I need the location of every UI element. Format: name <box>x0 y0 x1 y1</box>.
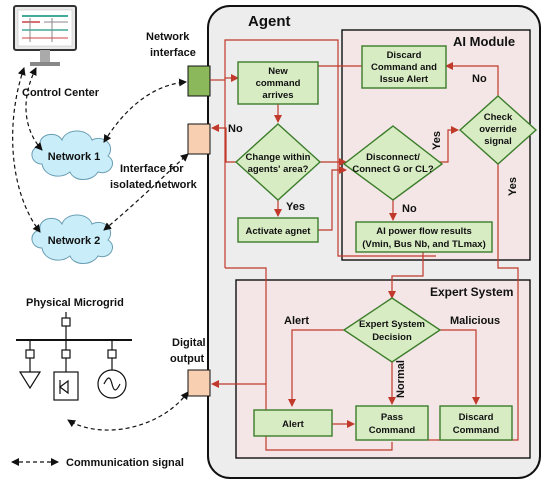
override-line2: override <box>479 124 517 135</box>
discard-command-line2: Command <box>453 425 500 436</box>
pass-command-box <box>355 405 429 441</box>
new-command-box <box>237 61 319 105</box>
edge-label-yes-activate: Yes <box>286 201 305 213</box>
flow-disconnect-to-override <box>440 126 459 163</box>
ai-module-title: AI Module <box>453 34 515 49</box>
expert-system-title: Expert System <box>430 285 513 299</box>
flow-override-to-discard <box>445 62 499 96</box>
disconnect-line2: Connect G or CL? <box>352 164 433 175</box>
isolated-interface-block <box>187 123 211 155</box>
comm-monitor-network2 <box>12 67 41 233</box>
discard-command-box <box>439 405 513 441</box>
edge-label-no-left: No <box>228 123 243 135</box>
new-command-line3: arrives <box>262 90 293 101</box>
new-command-line1: New <box>268 66 288 77</box>
physical-microgrid-label: Physical Microgrid <box>26 297 124 309</box>
power-flow-box <box>355 221 493 253</box>
discard-command-line1: Discard <box>459 412 494 423</box>
flow-pf-to-es <box>388 240 424 299</box>
digital-output-block <box>187 369 211 397</box>
pass-command-line2: Command <box>369 425 416 436</box>
discard-alert-line1: Discard <box>387 50 422 61</box>
activate-agent-box <box>237 217 319 243</box>
override-line1: Check <box>484 112 513 123</box>
expert-decision-line2: Decision <box>372 332 412 343</box>
change-within-line2: agents' area? <box>248 164 309 175</box>
flow-change-no <box>211 124 238 163</box>
legend-label: Communication signal <box>66 457 184 469</box>
monitor-icon <box>13 5 77 66</box>
network-interface-line1: Network <box>146 31 190 43</box>
digital-output-line1: Digital <box>172 337 206 349</box>
comm-monitor-network1 <box>25 67 43 151</box>
edge-label-no-override: No <box>472 73 487 85</box>
change-within-line1: Change within <box>246 152 311 163</box>
agent-title: Agent <box>248 13 291 30</box>
flow-left-rail <box>225 267 267 384</box>
isolated-interface-line2: isolated network <box>110 179 198 191</box>
power-flow-line1: AI power flow results <box>376 226 472 237</box>
comm-output-microgrid <box>67 391 189 431</box>
flow-es-to-alert <box>288 329 346 407</box>
flow-activate-to-disconnect <box>318 166 347 231</box>
network-interface-line2: interface <box>150 47 196 59</box>
network1-label: Network 1 <box>48 151 101 163</box>
control-center-label: Control Center <box>22 87 100 99</box>
discard-alert-line2: Command and <box>371 62 437 73</box>
override-diamond <box>458 95 538 165</box>
power-flow-line2: (Vmin, Bus Nb, and TLmax) <box>362 239 486 250</box>
edge-label-yes-disconnect: Yes <box>431 131 443 150</box>
digital-output-line2: output <box>170 353 205 365</box>
change-within-diamond <box>234 123 322 201</box>
flow-pass-to-output <box>211 380 393 451</box>
alert-box <box>253 409 333 437</box>
flow-entry-loop <box>224 39 436 268</box>
isolated-interface-line1: Interface for <box>120 163 184 175</box>
override-line3: signal <box>484 136 511 147</box>
expert-decision-diamond <box>342 297 442 363</box>
disconnect-diamond <box>342 125 444 201</box>
comm-network1-interface <box>103 78 187 143</box>
discard-alert-box <box>361 45 447 89</box>
network2-label: Network 2 <box>48 235 101 247</box>
alert-box-label: Alert <box>282 419 304 430</box>
edge-label-alert: Alert <box>284 315 309 327</box>
expert-decision-line1: Expert System <box>359 319 425 330</box>
activate-agent-label: Activate agnet <box>246 226 312 237</box>
comm-network2-isolated <box>103 153 189 231</box>
edge-label-malicious: Malicious <box>450 315 500 327</box>
pass-command-line1: Pass <box>381 412 403 423</box>
edge-label-no-disconnect: No <box>402 203 417 215</box>
disconnect-line1: Disconnect/ <box>366 152 420 163</box>
edge-label-yes-override: Yes <box>507 177 519 196</box>
new-command-line2: command <box>256 78 301 89</box>
flow-es-to-discard <box>438 329 480 405</box>
discard-alert-line3: Issue Alert <box>380 74 429 85</box>
network-interface-block <box>187 65 211 97</box>
microgrid-schematic <box>16 312 132 401</box>
edge-label-normal: Normal <box>395 360 407 398</box>
